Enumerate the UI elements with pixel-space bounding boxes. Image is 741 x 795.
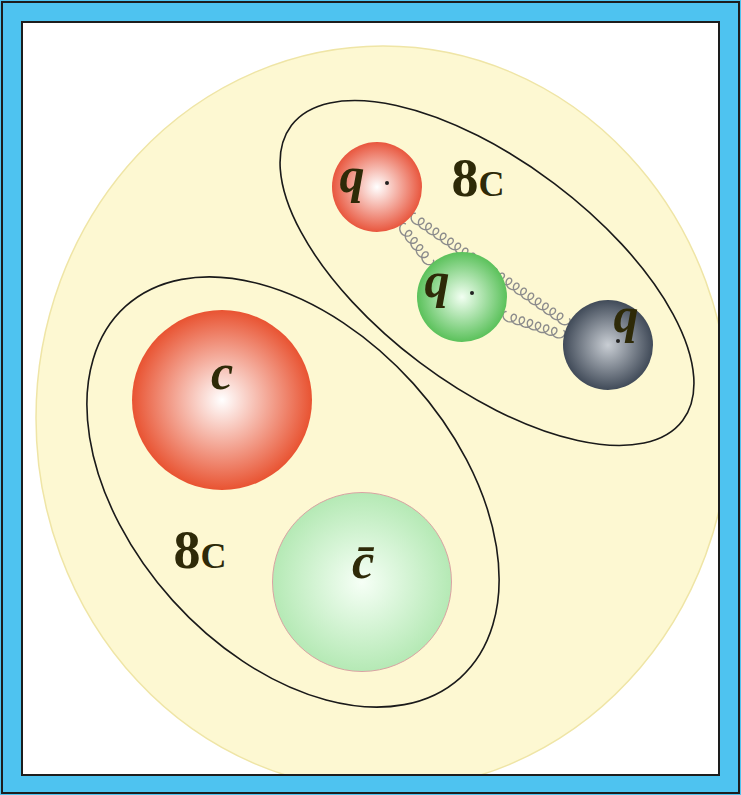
quark-sphere: c̄ xyxy=(272,492,452,672)
gluon-vertex xyxy=(385,181,389,185)
quark-sphere: q xyxy=(417,252,507,342)
color-octet-label: 8C xyxy=(452,151,505,205)
hadron-bag xyxy=(36,46,719,775)
frame-line xyxy=(22,22,719,775)
quark-label: q xyxy=(340,150,365,200)
ellipse-outline xyxy=(80,270,506,714)
gluon-vertex xyxy=(470,291,474,295)
quark-label: c̄ xyxy=(352,536,374,586)
color-octet-ellipse: qqq8C xyxy=(270,100,700,445)
quark-label: q xyxy=(614,290,639,340)
color-octet-ellipse: c c̄ 8C xyxy=(80,270,506,714)
quark-sphere: c xyxy=(132,310,312,490)
ellipse-line xyxy=(5,198,580,786)
color-octet-label: 8C xyxy=(174,523,227,577)
quark-label: c xyxy=(211,347,233,397)
quark-sphere: q xyxy=(332,142,422,232)
quark-sphere: q xyxy=(563,300,653,390)
quark-label: q xyxy=(425,255,450,305)
gluon-coil xyxy=(503,312,565,338)
